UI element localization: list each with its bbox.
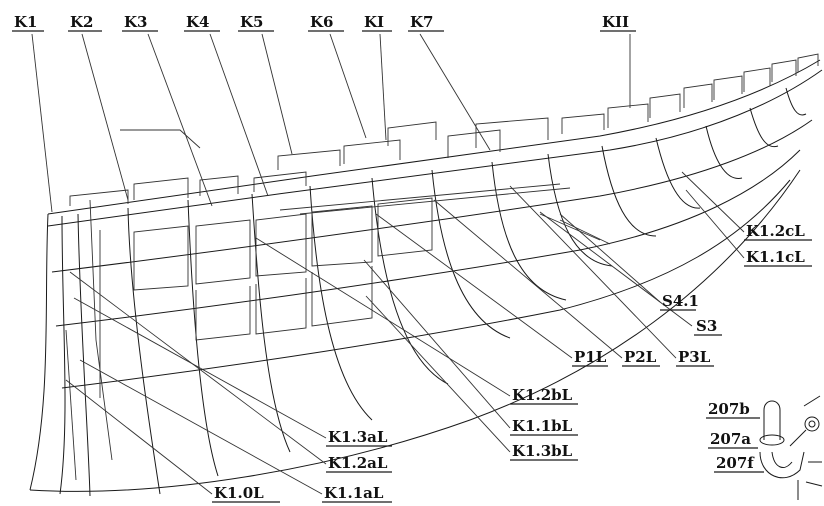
label-k1: K1 <box>14 13 37 31</box>
detail-part-207: 207b 207a 207f <box>706 395 823 500</box>
label-k2: K2 <box>70 13 93 31</box>
label-kii: KII <box>602 13 629 31</box>
label-207b: 207b <box>708 400 750 418</box>
label-k3: K3 <box>124 13 147 31</box>
label-p2l: P2L <box>624 348 657 366</box>
label-207a: 207a <box>710 430 751 448</box>
label-s4-1: S4.1 <box>662 292 699 310</box>
label-207f: 207f <box>716 454 755 472</box>
label-s3: S3 <box>696 317 717 335</box>
label-k1-0l: K1.0L <box>214 484 264 502</box>
label-k5: K5 <box>240 13 263 31</box>
top-labels: K1 K2 K3 K4 K5 K6 KI K7 KII <box>12 13 636 32</box>
label-k1-2bl: K1.2bL <box>512 386 573 404</box>
hull-structure <box>29 53 823 497</box>
label-k1-1al: K1.1aL <box>324 484 384 502</box>
leader-lines <box>31 33 745 495</box>
label-p3l: P3L <box>678 348 711 366</box>
label-k1-1bl: K1.1bL <box>512 417 573 435</box>
right-labels: K1.2cL K1.1cL S4.1 S3 P1L P2L P3L <box>572 222 812 367</box>
label-k6: K6 <box>310 13 333 31</box>
label-k1-3al: K1.3aL <box>328 428 388 446</box>
label-k1-2al: K1.2aL <box>328 454 388 472</box>
label-k1-3bl: K1.3bL <box>512 442 573 460</box>
label-k4: K4 <box>186 13 209 31</box>
center-labels: K1.2bL K1.1bL K1.3bL <box>510 386 578 461</box>
label-k7: K7 <box>410 13 433 31</box>
bottom-labels: K1.3aL K1.2aL K1.0L K1.1aL <box>212 428 392 503</box>
label-p1l: P1L <box>574 348 607 366</box>
label-k1-2cl: K1.2cL <box>746 222 805 240</box>
label-k1-1cl: K1.1cL <box>746 248 805 266</box>
label-ki: KI <box>364 13 384 31</box>
